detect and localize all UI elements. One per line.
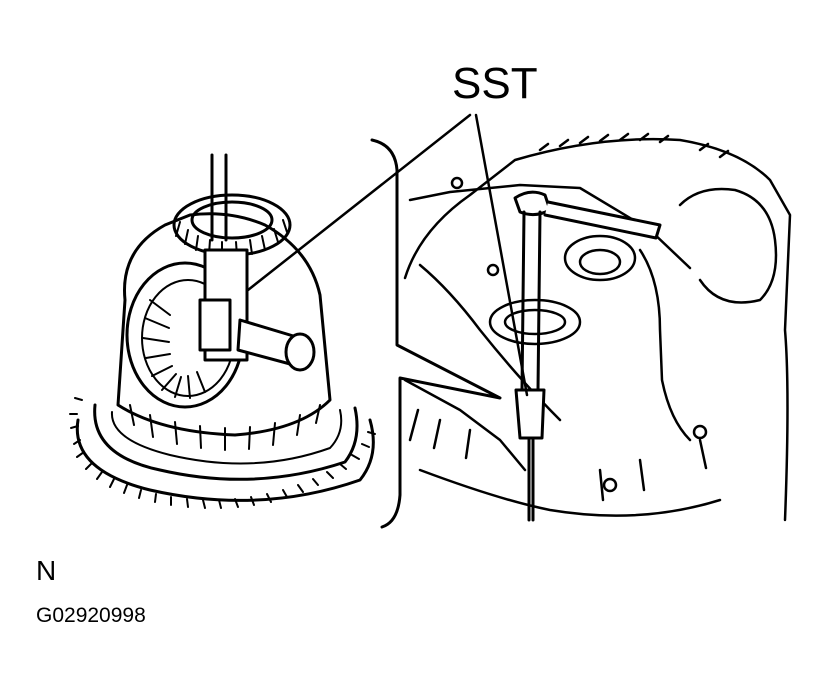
callout-leaders bbox=[246, 113, 529, 397]
differential-case bbox=[116, 212, 332, 437]
figure-id: G02920998 bbox=[36, 604, 146, 627]
transaxle-case bbox=[403, 132, 792, 522]
side-bearing bbox=[172, 193, 292, 257]
sst-tool bbox=[513, 190, 662, 522]
sst-callout-label: SST bbox=[452, 59, 538, 108]
differential-assembly bbox=[69, 153, 376, 509]
view-bracket bbox=[370, 138, 502, 529]
bearing-race bbox=[488, 298, 582, 346]
view-code-letter: N bbox=[36, 555, 57, 586]
ring-gear-teeth bbox=[69, 397, 376, 509]
